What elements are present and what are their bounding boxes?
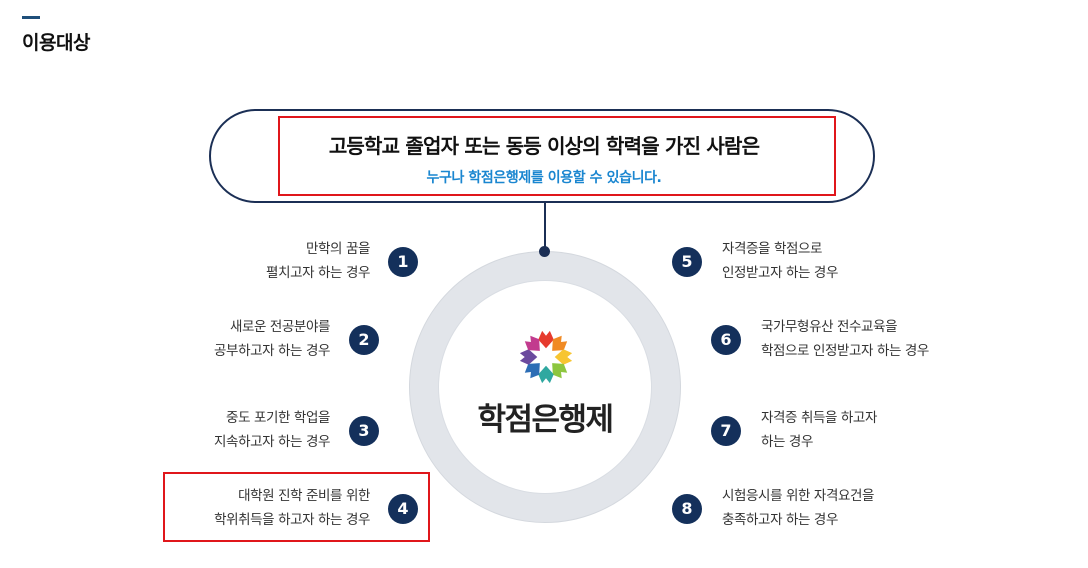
list-item-1: 만학의 꿈을 펼치고자 하는 경우 (266, 237, 370, 285)
section-title: 이용대상 (22, 32, 90, 54)
summary-headline: 고등학교 졸업자 또는 동등 이상의 학력을 가진 사람은 (328, 134, 760, 158)
list-item-3: 중도 포기한 학업을 지속하고자 하는 경우 (214, 406, 330, 454)
item-7-line2: 하는 경우 (761, 434, 813, 450)
logo-petal (552, 335, 568, 351)
logo-petal (554, 349, 573, 365)
logo-petal (552, 363, 568, 379)
logo-petal (538, 365, 554, 384)
badge-3: 3 (349, 416, 379, 446)
list-item-6: 국가무형유산 전수교육을 학점으로 인정받고자 하는 경우 (761, 315, 929, 363)
item-3-line2: 지속하고자 하는 경우 (214, 434, 330, 450)
badge-8: 8 (672, 494, 702, 524)
badge-7: 7 (711, 416, 741, 446)
list-item-4: 대학원 진학 준비를 위한 학위취득을 하고자 하는 경우 (214, 484, 370, 532)
badge-1: 1 (388, 247, 418, 277)
summary-pill (209, 109, 875, 203)
center-brand-title: 학점은행제 (477, 402, 614, 438)
connector-line (544, 203, 546, 250)
connector-dot (539, 246, 550, 257)
item-2-line2: 공부하고자 하는 경우 (214, 343, 330, 359)
summary-subline: 누구나 학점은행제를 이용할 수 있습니다. (426, 170, 662, 186)
item-7-line1: 자격증 취득을 하고자 (761, 410, 877, 426)
center-circle (439, 281, 651, 493)
badge-5: 5 (672, 247, 702, 277)
item-4-line1: 대학원 진학 준비를 위한 (238, 488, 370, 504)
badge-2: 2 (349, 325, 379, 355)
item-5-line1: 자격증을 학점으로 (722, 241, 823, 257)
list-item-7: 자격증 취득을 하고자 하는 경우 (761, 406, 877, 454)
badge-6: 6 (711, 325, 741, 355)
item-5-line2: 인정받고자 하는 경우 (722, 265, 838, 281)
item-6-line1: 국가무형유산 전수교육을 (761, 319, 898, 335)
badge-4: 4 (388, 494, 418, 524)
flower-logo-icon (519, 330, 573, 384)
section-accent-bar (22, 16, 40, 19)
item-8-line2: 충족하고자 하는 경우 (722, 512, 838, 528)
item-4-highlight-box (163, 472, 430, 542)
logo-petal (524, 335, 540, 351)
list-item-8: 시험응시를 위한 자격요건을 충족하고자 하는 경우 (722, 484, 874, 532)
logo-petal (538, 330, 554, 349)
logo-petal (519, 349, 538, 365)
headline-highlight-box (278, 116, 836, 196)
item-6-line2: 학점으로 인정받고자 하는 경우 (761, 343, 929, 359)
logo-petal (524, 363, 540, 379)
list-item-5: 자격증을 학점으로 인정받고자 하는 경우 (722, 237, 838, 285)
list-item-2: 새로운 전공분야를 공부하고자 하는 경우 (214, 315, 330, 363)
item-3-line1: 중도 포기한 학업을 (226, 410, 330, 426)
item-2-line1: 새로운 전공분야를 (229, 319, 330, 335)
item-1-line1: 만학의 꿈을 (306, 241, 370, 257)
item-1-line2: 펼치고자 하는 경우 (266, 265, 370, 281)
item-8-line1: 시험응시를 위한 자격요건을 (722, 488, 875, 504)
item-4-line2: 학위취득을 하고자 하는 경우 (214, 512, 370, 528)
